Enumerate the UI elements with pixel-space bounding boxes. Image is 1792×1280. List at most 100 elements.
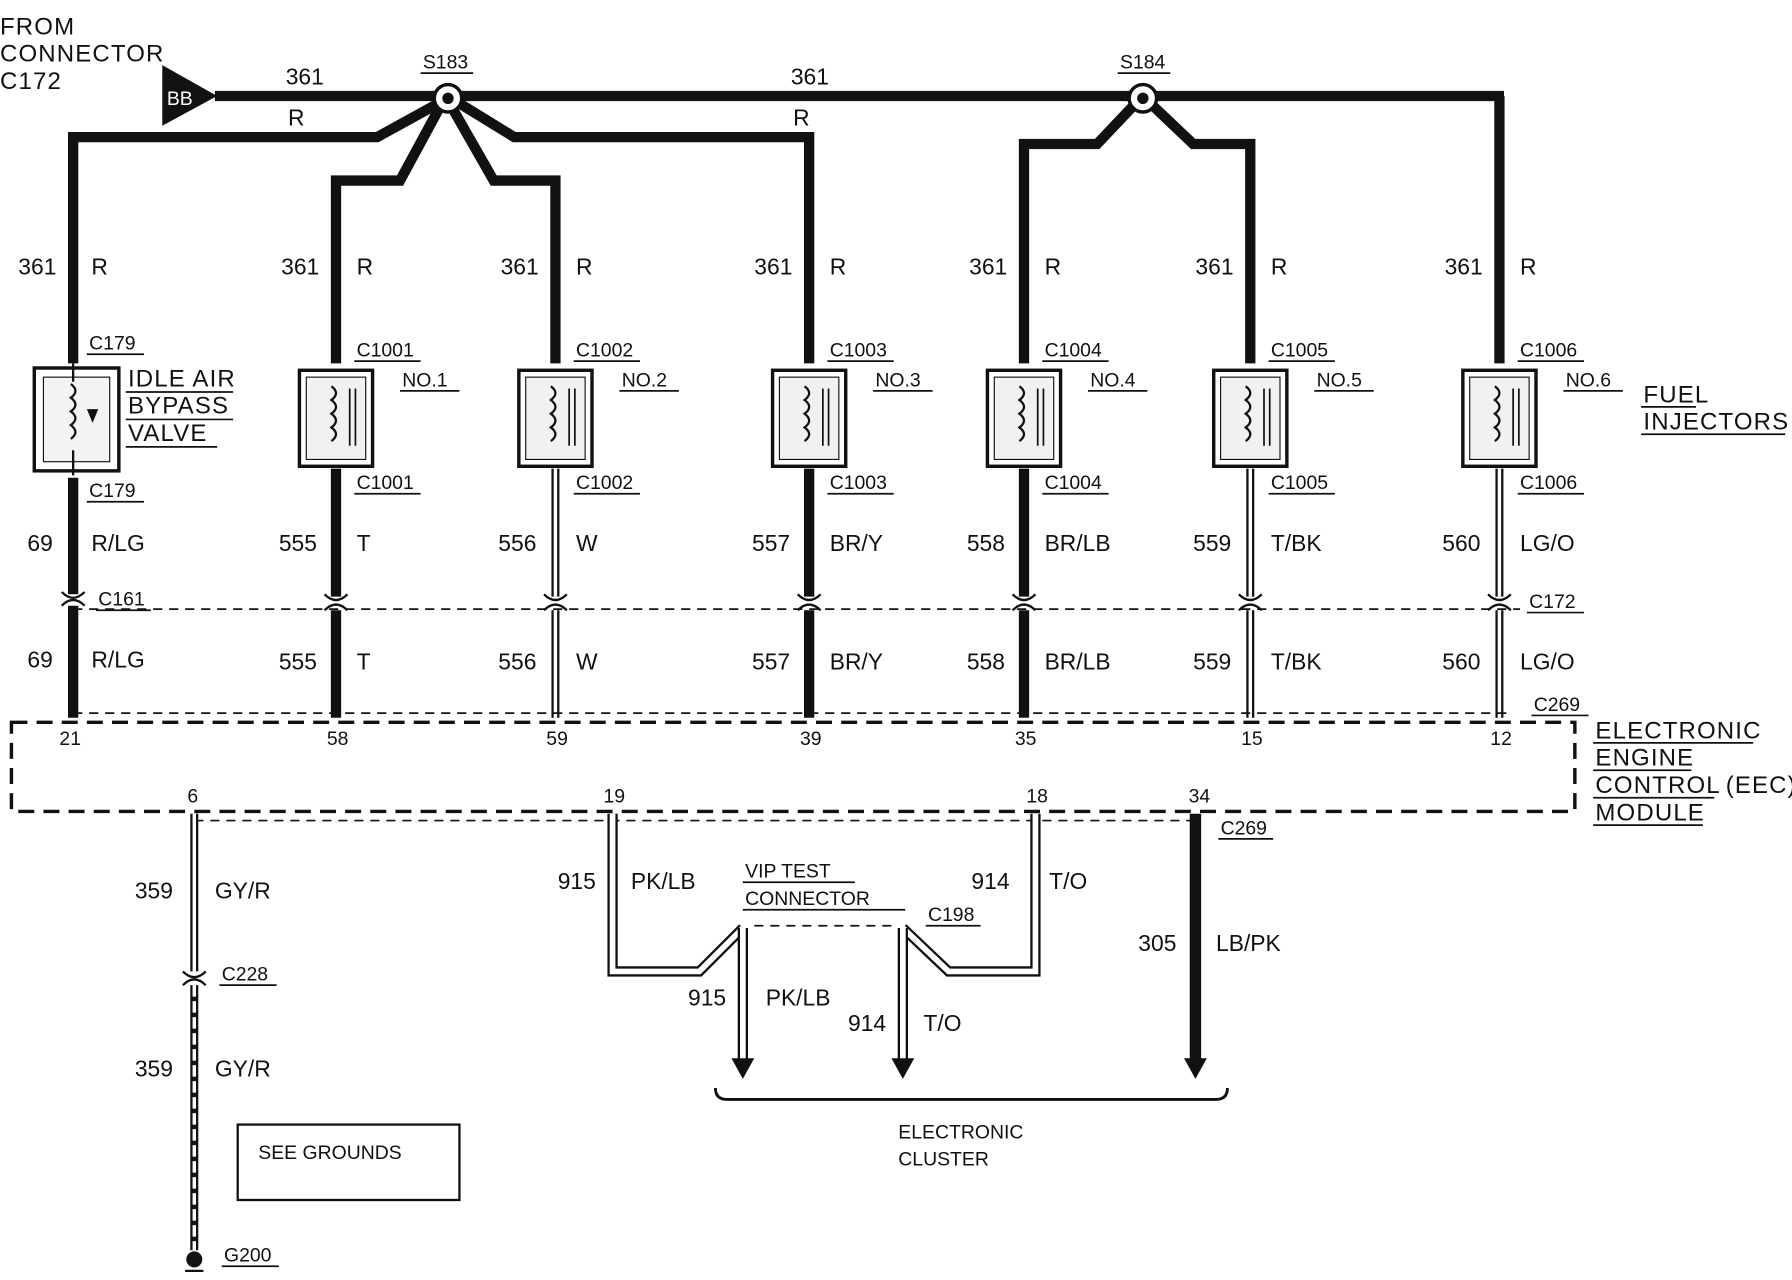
- eec-pin-label: 39: [800, 728, 822, 750]
- svg-text:69: 69: [27, 530, 52, 556]
- svg-text:ENGINE: ENGINE: [1595, 745, 1694, 772]
- signal-circuit-label: 557: [752, 530, 790, 556]
- svg-text:C269: C269: [1534, 694, 1580, 716]
- svg-text:305: 305: [1138, 930, 1176, 956]
- signal-color-label: BR/LB: [1045, 530, 1111, 556]
- c172-connector: C172: [73, 591, 1584, 614]
- signal-color-label: W: [576, 530, 598, 556]
- injector-name: NO.2: [622, 369, 667, 391]
- main-bus-wire: [68, 90, 1505, 364]
- connector-label-bottom: C1001: [357, 472, 414, 494]
- svg-text:R/LG: R/LG: [91, 530, 144, 556]
- connector-label-top: C1006: [1520, 340, 1577, 362]
- signal-circuit-label: 560: [1442, 649, 1480, 675]
- feed-circuit-label: 361: [281, 253, 319, 279]
- injector-name: NO.4: [1090, 369, 1136, 391]
- svg-text:18: 18: [1026, 785, 1048, 807]
- splice-s183: S183: [420, 52, 474, 114]
- svg-text:69: 69: [27, 646, 52, 672]
- svg-text:915: 915: [558, 868, 596, 894]
- svg-text:361: 361: [791, 64, 829, 90]
- svg-text:914: 914: [848, 1010, 886, 1036]
- svg-text:MODULE: MODULE: [1595, 800, 1705, 827]
- signal-circuit-label: 556: [498, 530, 536, 556]
- svg-text:BYPASS: BYPASS: [128, 393, 229, 420]
- eec-module: C269 ELECTRONIC ENGINE CONTROL (EEC) MOD…: [9, 694, 1792, 840]
- splice-s184: S184: [1117, 52, 1171, 114]
- svg-text:C161: C161: [98, 589, 144, 611]
- eec-pin-label: 35: [1015, 728, 1037, 750]
- svg-text:CONTROL: CONTROL: [1595, 772, 1720, 799]
- feed-color-label: R: [576, 253, 593, 279]
- svg-text:C172: C172: [0, 68, 62, 95]
- feed-circuit-label: 361: [1445, 253, 1483, 279]
- feed-circuit-label: 361: [1195, 253, 1233, 279]
- signal-circuit-label: 557: [752, 649, 790, 675]
- eec-pin-label: 58: [327, 728, 349, 750]
- signal-color-label: T/BK: [1271, 649, 1322, 675]
- eec-pin-label: 15: [1241, 728, 1263, 750]
- feed-circuit-label: 361: [754, 253, 792, 279]
- svg-text:C269: C269: [1221, 817, 1267, 839]
- feed-circuit-label: 361: [501, 253, 539, 279]
- svg-text:6: 6: [187, 785, 198, 807]
- feed-color-label: R: [357, 253, 374, 279]
- connector-label-bottom: C1002: [576, 472, 633, 494]
- signal-circuit-label: 559: [1193, 649, 1231, 675]
- connector-label-top: C1004: [1045, 340, 1102, 362]
- svg-text:GY/R: GY/R: [215, 1056, 271, 1082]
- signal-circuit-label: 559: [1193, 530, 1231, 556]
- eec-pin-label: 59: [546, 728, 568, 750]
- injectors-title: FUEL INJECTORS: [1641, 381, 1788, 436]
- feed-color-label: R: [1520, 253, 1537, 279]
- svg-text:R/LG: R/LG: [91, 646, 144, 672]
- feed-circuit-label: 361: [969, 253, 1007, 279]
- svg-text:361: 361: [286, 64, 324, 90]
- svg-text:S184: S184: [1120, 52, 1166, 74]
- injector-name: NO.1: [402, 369, 447, 391]
- connector-label-bottom: C1004: [1045, 472, 1102, 494]
- svg-text:359: 359: [135, 877, 173, 903]
- svg-text:BB: BB: [167, 88, 193, 110]
- svg-text:G200: G200: [224, 1245, 272, 1267]
- svg-text:GY/R: GY/R: [215, 877, 271, 903]
- connector-label-top: C1005: [1271, 340, 1328, 362]
- feed-color-label: R: [1271, 253, 1288, 279]
- connector-label-top: C1003: [830, 340, 887, 362]
- wire-305: 305 LB/PK: [1138, 813, 1281, 1079]
- connector-label-top: C1002: [576, 340, 633, 362]
- signal-color-label: T/BK: [1271, 530, 1322, 556]
- bb-terminal: BB: [162, 65, 218, 126]
- svg-text:21: 21: [59, 728, 81, 750]
- svg-text:ELECTRONIC: ELECTRONIC: [1595, 717, 1761, 744]
- svg-text:(EEC): (EEC): [1726, 772, 1792, 799]
- feed-color-label: R: [1045, 253, 1062, 279]
- svg-text:19: 19: [603, 785, 625, 807]
- svg-text:R: R: [91, 253, 108, 279]
- feed-color-label: R: [830, 253, 847, 279]
- svg-text:FROM: FROM: [0, 13, 75, 40]
- signal-circuit-label: 560: [1442, 530, 1480, 556]
- injector-name: NO.6: [1566, 369, 1611, 391]
- svg-text:CONNECTOR: CONNECTOR: [0, 41, 165, 68]
- svg-text:R: R: [793, 105, 810, 131]
- svg-text:FUEL: FUEL: [1643, 381, 1709, 408]
- signal-circuit-label: 558: [967, 530, 1005, 556]
- svg-text:T/O: T/O: [923, 1010, 961, 1036]
- svg-text:CLUSTER: CLUSTER: [898, 1149, 989, 1171]
- signal-color-label: BR/LB: [1045, 649, 1111, 675]
- svg-text:C179: C179: [89, 333, 135, 355]
- vip-test-connector: VIP TEST CONNECTOR C198 915 PK/LB 914 T/…: [558, 813, 1087, 1079]
- connector-label-bottom: C1006: [1520, 472, 1577, 494]
- svg-text:PK/LB: PK/LB: [766, 985, 831, 1011]
- svg-text:C172: C172: [1529, 591, 1575, 613]
- injector-name: NO.3: [875, 369, 920, 391]
- svg-text:359: 359: [135, 1056, 173, 1082]
- connector-label-bottom: C1003: [830, 472, 887, 494]
- connector-label-bottom: C1005: [1271, 472, 1328, 494]
